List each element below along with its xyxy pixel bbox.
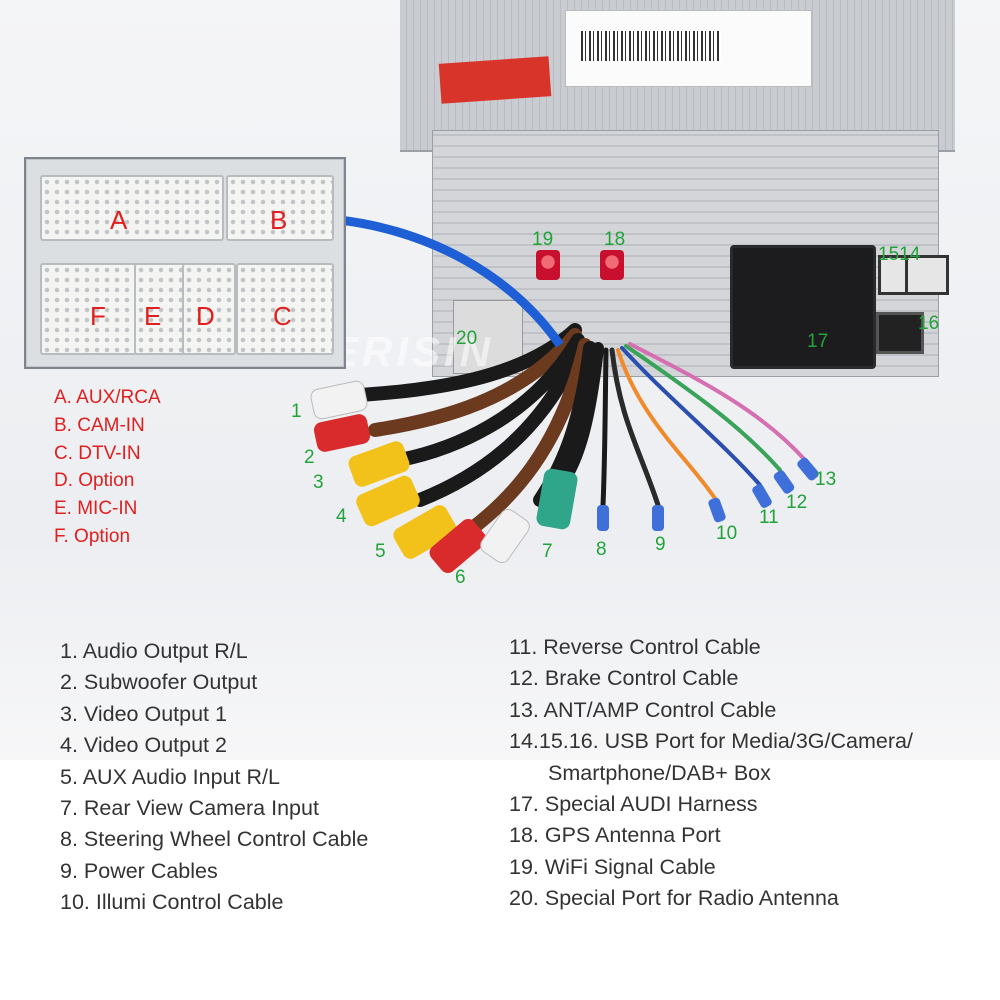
callout-6: 6 bbox=[455, 567, 466, 588]
brand-watermark: ERISIN bbox=[330, 328, 495, 375]
cable-legend-right: 11. Reverse Control Cable 12. Brake Cont… bbox=[509, 632, 913, 915]
gps-antenna-port bbox=[600, 250, 624, 280]
wire-2 bbox=[368, 328, 582, 437]
cable-legend-item-continuation: Smartphone/DAB+ Box bbox=[548, 760, 771, 785]
callout-15-14: 1514 bbox=[878, 244, 921, 265]
terminal-11 bbox=[752, 484, 772, 508]
wire-8 bbox=[600, 347, 609, 508]
cable-legend-item: 7. Rear View Camera Input bbox=[60, 796, 319, 821]
callout-19: 19 bbox=[532, 229, 554, 250]
connector-letter-f: F bbox=[90, 301, 106, 331]
callout-3: 3 bbox=[313, 472, 324, 493]
wire-11 bbox=[620, 346, 762, 487]
cable-legend-item: 2. Subwoofer Output bbox=[60, 670, 258, 695]
connector-legend-item: F. Option bbox=[54, 525, 131, 547]
rca-plug-red-2 bbox=[429, 519, 487, 573]
product-photo bbox=[0, 0, 1000, 760]
callout-8: 8 bbox=[596, 539, 607, 560]
cable-wires bbox=[353, 323, 807, 537]
connector-legend-item: C. DTV-IN bbox=[54, 442, 141, 464]
rca-plug-yellow-2 bbox=[356, 475, 420, 527]
wire-4 bbox=[413, 338, 587, 507]
cable-legend-item: 14.15.16. USB Port for Media/3G/Camera/ bbox=[509, 729, 913, 754]
cable-legend-item: 17. Special AUDI Harness bbox=[509, 792, 758, 817]
connector-plug-f bbox=[40, 263, 138, 355]
cable-legend-item: 13. ANT/AMP Control Cable bbox=[509, 697, 777, 722]
usb-port-14 bbox=[905, 255, 949, 295]
callout-2: 2 bbox=[304, 447, 315, 468]
callout-4: 4 bbox=[336, 506, 347, 527]
wire-12 bbox=[624, 344, 782, 472]
wire-9 bbox=[609, 347, 661, 508]
cable-legend-item: 11. Reverse Control Cable bbox=[509, 635, 761, 659]
rca-plug-red-1 bbox=[313, 414, 371, 452]
terminal-12 bbox=[773, 470, 795, 494]
cable-legend-item: 10. Illumi Control Cable bbox=[60, 890, 284, 915]
wire-7 bbox=[564, 342, 604, 476]
connector-plug-e bbox=[134, 263, 186, 355]
wire-3 bbox=[393, 333, 585, 467]
cable-legend-item: 9. Power Cables bbox=[60, 858, 218, 883]
callout-12: 12 bbox=[786, 492, 808, 513]
rca-plug-yellow-3 bbox=[393, 505, 457, 559]
connector-plug-b bbox=[226, 175, 334, 241]
cable-legend-item: 1. Audio Output R/L bbox=[60, 639, 248, 663]
cable-legend-item: 4. Video Output 2 bbox=[60, 733, 227, 758]
callout-1: 1 bbox=[291, 401, 302, 422]
barcode-label bbox=[565, 10, 812, 87]
connector-inset-panel bbox=[24, 157, 346, 369]
cable-legend-item: 12. Brake Control Cable bbox=[509, 666, 739, 691]
connector-letter-b: B bbox=[270, 205, 288, 235]
connector-plug-c bbox=[236, 263, 334, 355]
connector-plug-a bbox=[40, 175, 224, 241]
cable-legend-item: 5. AUX Audio Input R/L bbox=[60, 764, 280, 789]
connector-legend-item: D. Option bbox=[54, 470, 135, 492]
callout-7: 7 bbox=[542, 541, 553, 562]
terminal-9 bbox=[652, 505, 664, 531]
rca-plug-white-2 bbox=[480, 508, 530, 564]
wire-5 bbox=[463, 338, 592, 537]
cable-legend-item: 20. Special Port for Radio Antenna bbox=[509, 886, 839, 911]
cable-legend-item: 3. Video Output 1 bbox=[60, 701, 227, 726]
callout-17: 17 bbox=[807, 331, 829, 352]
wifi-antenna-port bbox=[536, 250, 560, 280]
connector-legend-item: E. MIC-IN bbox=[54, 498, 138, 520]
usb-port-16 bbox=[876, 312, 924, 354]
callout-16: 16 bbox=[918, 313, 940, 334]
cable-bundle-illustration bbox=[188, 212, 819, 573]
connector-letter-e: E bbox=[144, 301, 162, 331]
callout-18: 18 bbox=[604, 229, 626, 250]
rca-plug-green bbox=[536, 468, 578, 530]
rca-plug-white-1 bbox=[310, 380, 368, 420]
callout-11: 11 bbox=[759, 507, 779, 528]
terminal-8 bbox=[597, 505, 609, 531]
connector-letter-c: C bbox=[273, 301, 292, 331]
wire-1 bbox=[353, 323, 582, 402]
wire-10 bbox=[616, 348, 718, 502]
connector-legend-item: B. CAM-IN bbox=[54, 414, 145, 436]
callout-10: 10 bbox=[716, 523, 738, 544]
connector-plug-d bbox=[182, 263, 236, 355]
wire-13 bbox=[628, 342, 807, 462]
cable-legend-item: 8. Steering Wheel Control Cable bbox=[60, 827, 369, 852]
cable-legend-item: 19. WiFi Signal Cable bbox=[509, 854, 716, 879]
connector-letter-d: D bbox=[196, 301, 215, 331]
terminal-10 bbox=[708, 497, 726, 523]
barcode-graphic bbox=[581, 31, 721, 61]
cable-legend-left: 1. Audio Output R/L 2. Subwoofer Output … bbox=[60, 636, 368, 919]
cable-legend-item: 18. GPS Antenna Port bbox=[509, 823, 721, 848]
audi-harness-connector bbox=[730, 245, 876, 369]
callout-9: 9 bbox=[655, 534, 666, 555]
rca-plug-yellow-1 bbox=[348, 441, 410, 487]
connector-legend-item: A. AUX/RCA bbox=[54, 387, 161, 408]
connector-letter-a: A bbox=[110, 205, 128, 235]
bullet-terminals bbox=[597, 457, 819, 531]
callout-5: 5 bbox=[375, 541, 386, 562]
rca-plugs bbox=[310, 380, 578, 573]
connector-legend: A. AUX/RCA B. CAM-IN C. DTV-IN D. Option… bbox=[54, 384, 161, 551]
callout-13: 13 bbox=[815, 469, 837, 490]
callout-20: 20 bbox=[456, 328, 478, 349]
terminal-13 bbox=[797, 457, 819, 481]
